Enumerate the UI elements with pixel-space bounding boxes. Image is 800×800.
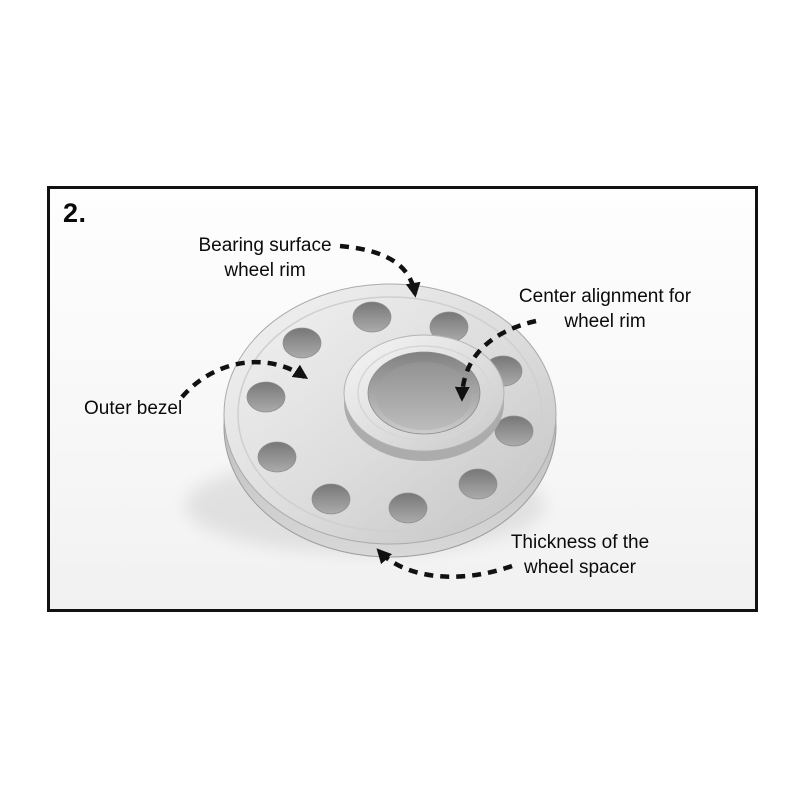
bolt-hole — [352, 301, 392, 333]
bolt-hole — [458, 468, 498, 500]
step-number: 2. — [63, 198, 87, 228]
callout-arrows — [180, 243, 537, 579]
hub-chamfer — [357, 345, 491, 441]
bolt-hole — [257, 441, 297, 473]
center-bore-inner — [376, 362, 472, 430]
center-hub — [343, 334, 505, 461]
bolt-hole — [388, 492, 428, 524]
arrow-bearing-surface — [339, 243, 421, 298]
wheel-spacer-illustration — [223, 283, 557, 558]
bolt-hole — [311, 483, 351, 515]
bolt-hole — [494, 415, 534, 447]
bolt-hole — [246, 381, 286, 413]
arrow-thickness — [376, 548, 513, 579]
label-center-alignment: Center alignment for wheel rim — [518, 286, 692, 333]
arrow-outer-bezel — [180, 359, 309, 399]
label-outer-bezel: Outer bezel — [84, 398, 183, 419]
bolt-hole — [282, 327, 322, 359]
label-thickness: Thickness of the wheel spacer — [510, 532, 650, 579]
bolt-holes — [246, 301, 534, 524]
label-bearing-surface: Bearing surface wheel rim — [198, 235, 332, 282]
outer-bezel-ring — [237, 296, 543, 532]
arrow-center-alignment — [454, 318, 537, 402]
